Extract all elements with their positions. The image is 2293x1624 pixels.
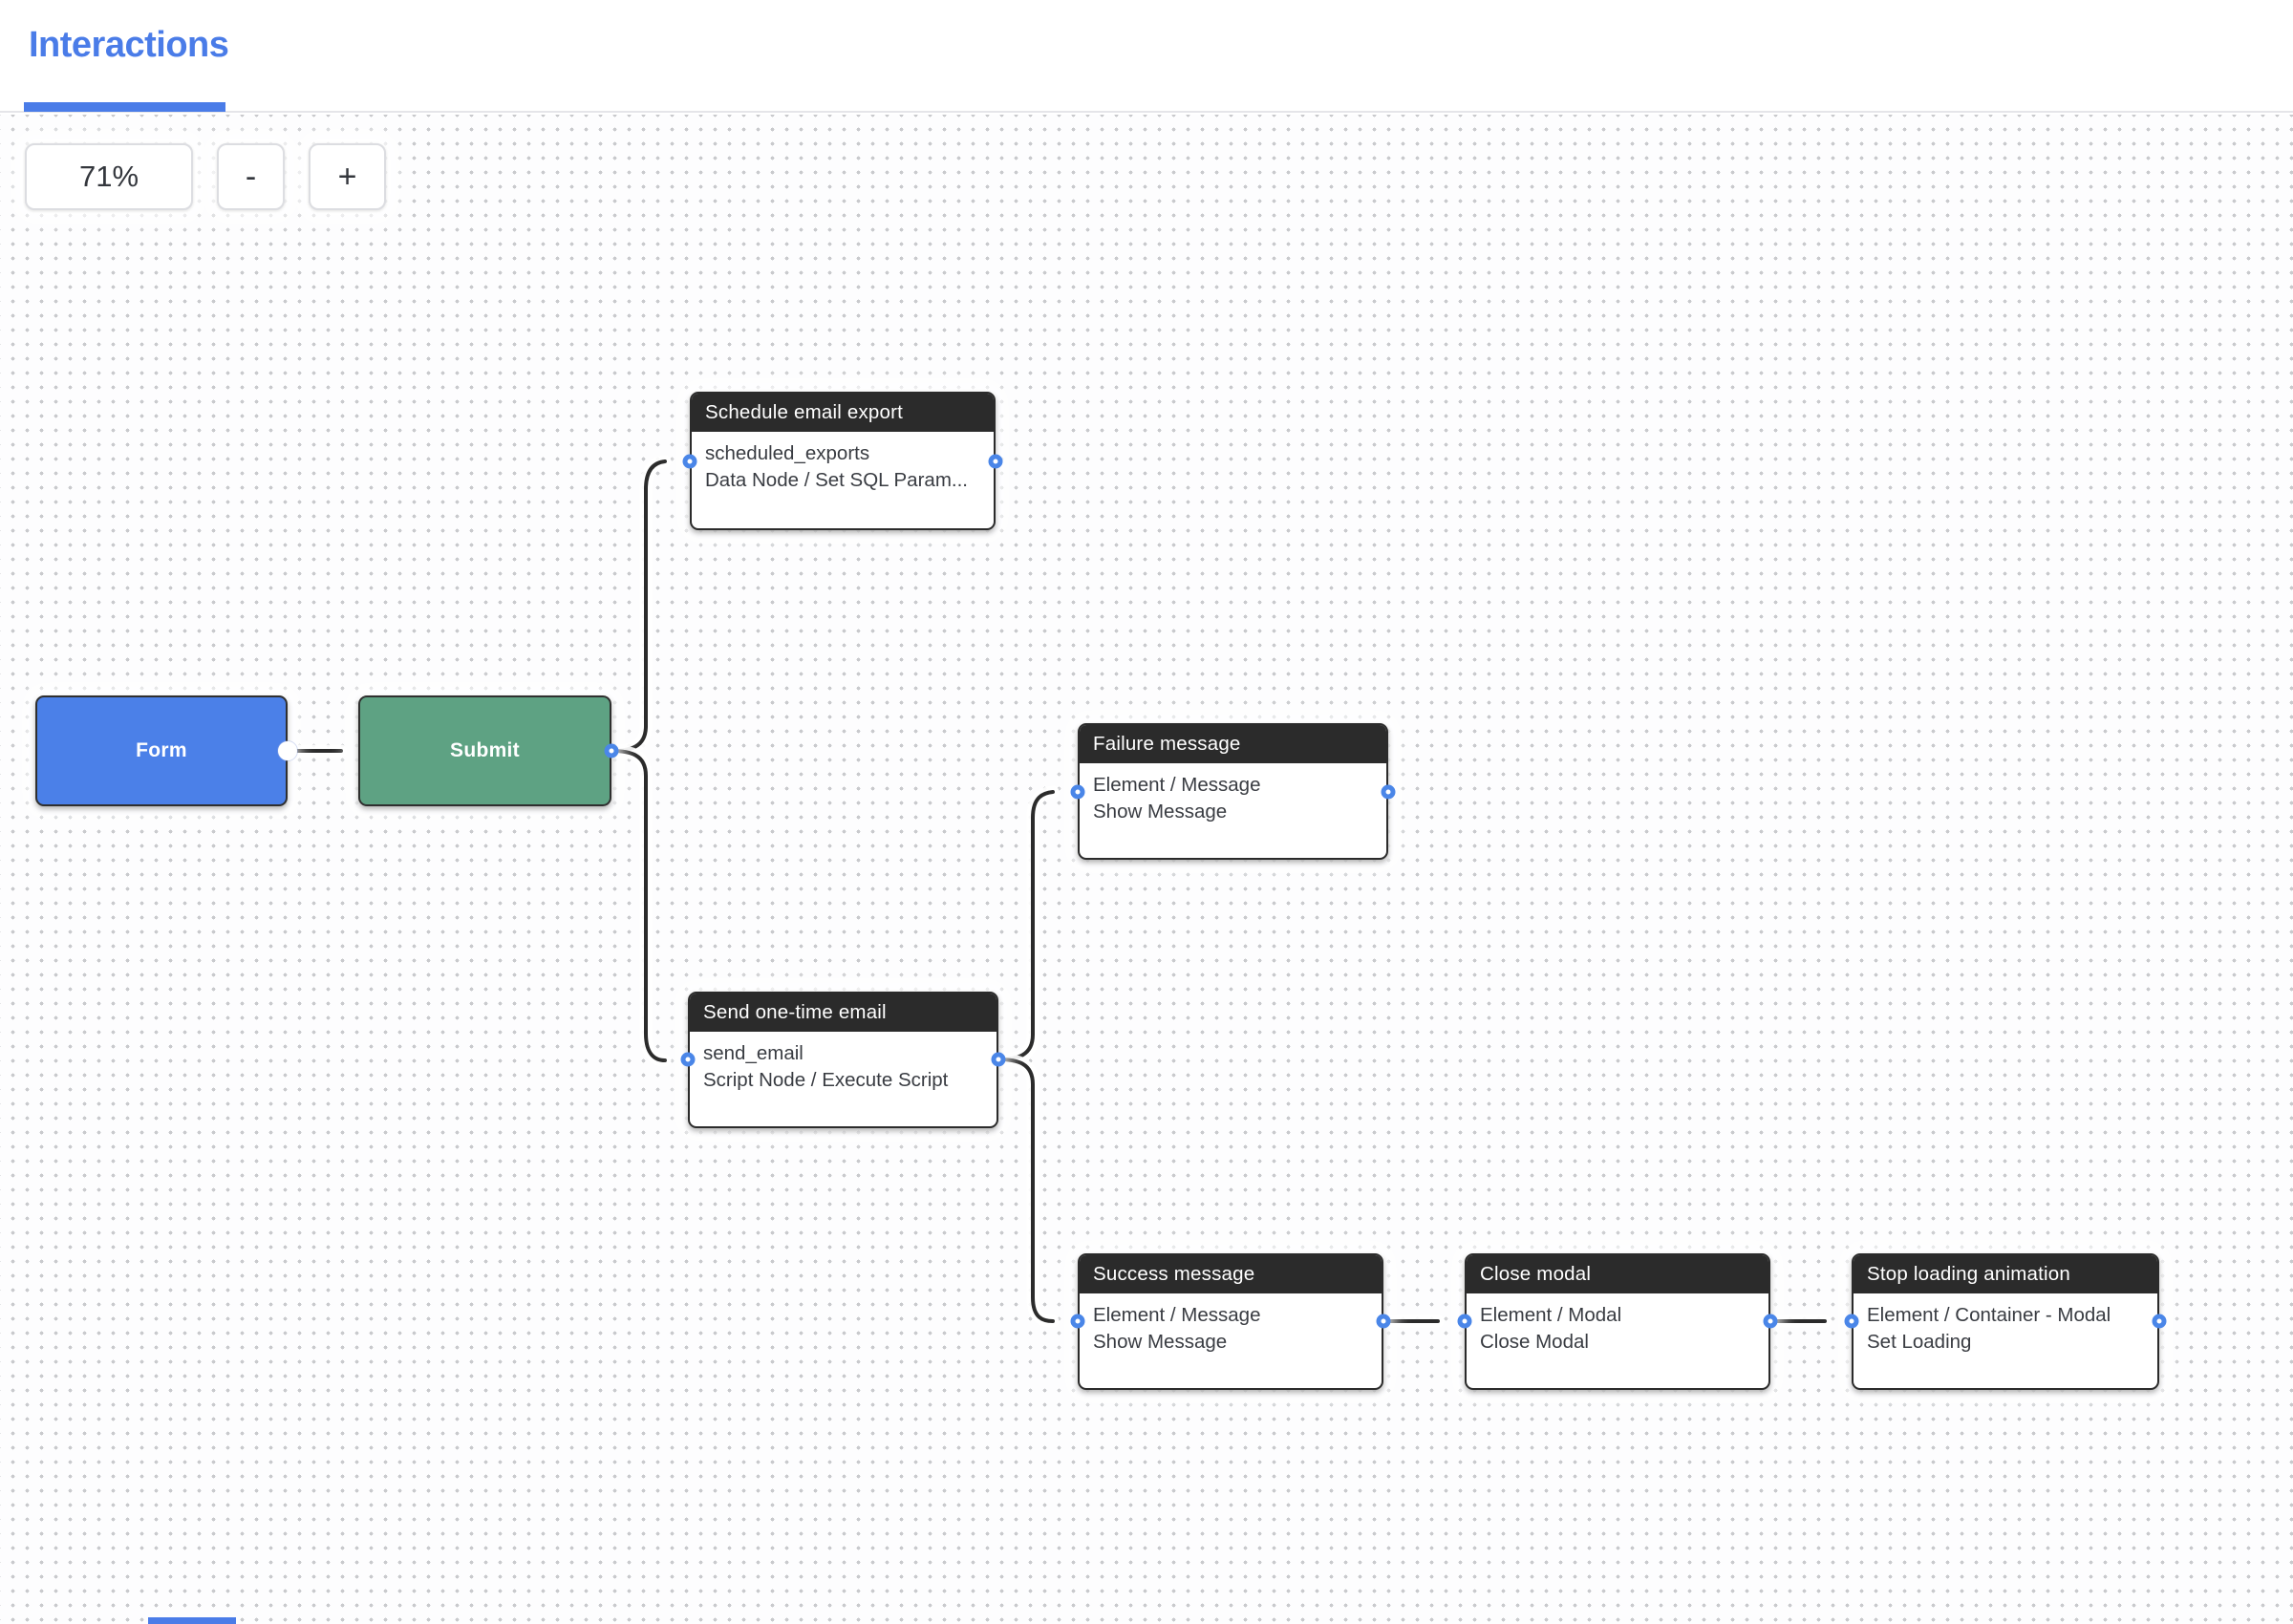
tab-bar: Interactions (0, 0, 2293, 113)
node-form-label: Form (136, 739, 187, 761)
port-close-modal-output[interactable] (1763, 1314, 1778, 1329)
active-tab-indicator (24, 102, 225, 112)
node-success-message[interactable]: Success message Element / Message Show M… (1078, 1253, 1383, 1390)
edge-submit-to-send-one-time-email[interactable] (605, 744, 672, 1067)
node-target-label: Element / Container - Modal (1867, 1304, 2111, 1326)
node-title-send-one-time-email: Send one-time email (690, 994, 996, 1032)
port-submit-output[interactable] (604, 743, 619, 759)
node-submit-label: Submit (450, 739, 520, 761)
node-title-close-modal: Close modal (1467, 1255, 1768, 1293)
port-success-message-output[interactable] (1376, 1314, 1391, 1329)
zoom-in-button[interactable]: + (309, 143, 386, 210)
port-success-message-input[interactable] (1070, 1314, 1085, 1329)
node-target-label: send_email (703, 1042, 804, 1064)
node-send-one-time-email[interactable]: Send one-time email send_email Script No… (688, 992, 998, 1128)
node-action-label: Show Message (1093, 1331, 1228, 1353)
port-failure-message-output[interactable] (1381, 784, 1396, 800)
edge-send-email-to-success-message[interactable] (992, 1053, 1060, 1328)
zoom-level-display[interactable]: 71% (25, 143, 193, 210)
node-title-schedule-email-export: Schedule email export (692, 394, 994, 432)
node-target-label: Element / Message (1093, 774, 1261, 796)
node-close-modal[interactable]: Close modal Element / Modal Close Modal (1465, 1253, 1770, 1390)
node-action-label: Set Loading (1867, 1331, 1972, 1353)
port-failure-message-input[interactable] (1070, 784, 1085, 800)
port-schedule-email-export-output[interactable] (988, 454, 1003, 469)
port-send-one-time-email-output[interactable] (991, 1052, 1006, 1067)
node-schedule-email-export[interactable]: Schedule email export scheduled_exports … (690, 392, 996, 530)
node-action-label: Script Node / Execute Script (703, 1069, 949, 1091)
node-target-label: Element / Message (1093, 1304, 1261, 1326)
port-stop-loading-animation-output[interactable] (2152, 1314, 2167, 1329)
zoom-controls: 71% - + (25, 143, 386, 210)
edge-submit-to-schedule-email-export[interactable] (605, 455, 672, 758)
node-action-label: Data Node / Set SQL Param... (705, 469, 968, 491)
port-close-modal-input[interactable] (1457, 1314, 1472, 1329)
flow-canvas[interactable]: 71% - + (0, 115, 2293, 1624)
port-stop-loading-animation-input[interactable] (1844, 1314, 1859, 1329)
port-schedule-email-export-input[interactable] (682, 454, 697, 469)
node-target-label: scheduled_exports (705, 442, 870, 464)
node-failure-message[interactable]: Failure message Element / Message Show M… (1078, 723, 1388, 860)
node-submit[interactable]: Submit (358, 695, 611, 806)
node-title-stop-loading-animation: Stop loading animation (1854, 1255, 2157, 1293)
port-send-one-time-email-input[interactable] (680, 1052, 696, 1067)
tab-interactions-label: Interactions (29, 25, 229, 65)
node-target-label: Element / Modal (1480, 1304, 1622, 1326)
node-title-failure-message: Failure message (1080, 725, 1386, 763)
node-title-success-message: Success message (1080, 1255, 1382, 1293)
node-stop-loading-animation[interactable]: Stop loading animation Element / Contain… (1852, 1253, 2159, 1390)
node-action-label: Show Message (1093, 801, 1228, 823)
node-action-label: Close Modal (1480, 1331, 1589, 1353)
port-form-output[interactable] (278, 741, 297, 760)
edge-layer (281, 455, 1832, 1328)
tab-interactions[interactable]: Interactions (29, 25, 229, 66)
offscreen-node-edge (148, 1617, 236, 1624)
node-form[interactable]: Form (35, 695, 288, 806)
zoom-out-button[interactable]: - (217, 143, 285, 210)
edge-send-email-to-failure-message[interactable] (992, 785, 1060, 1066)
